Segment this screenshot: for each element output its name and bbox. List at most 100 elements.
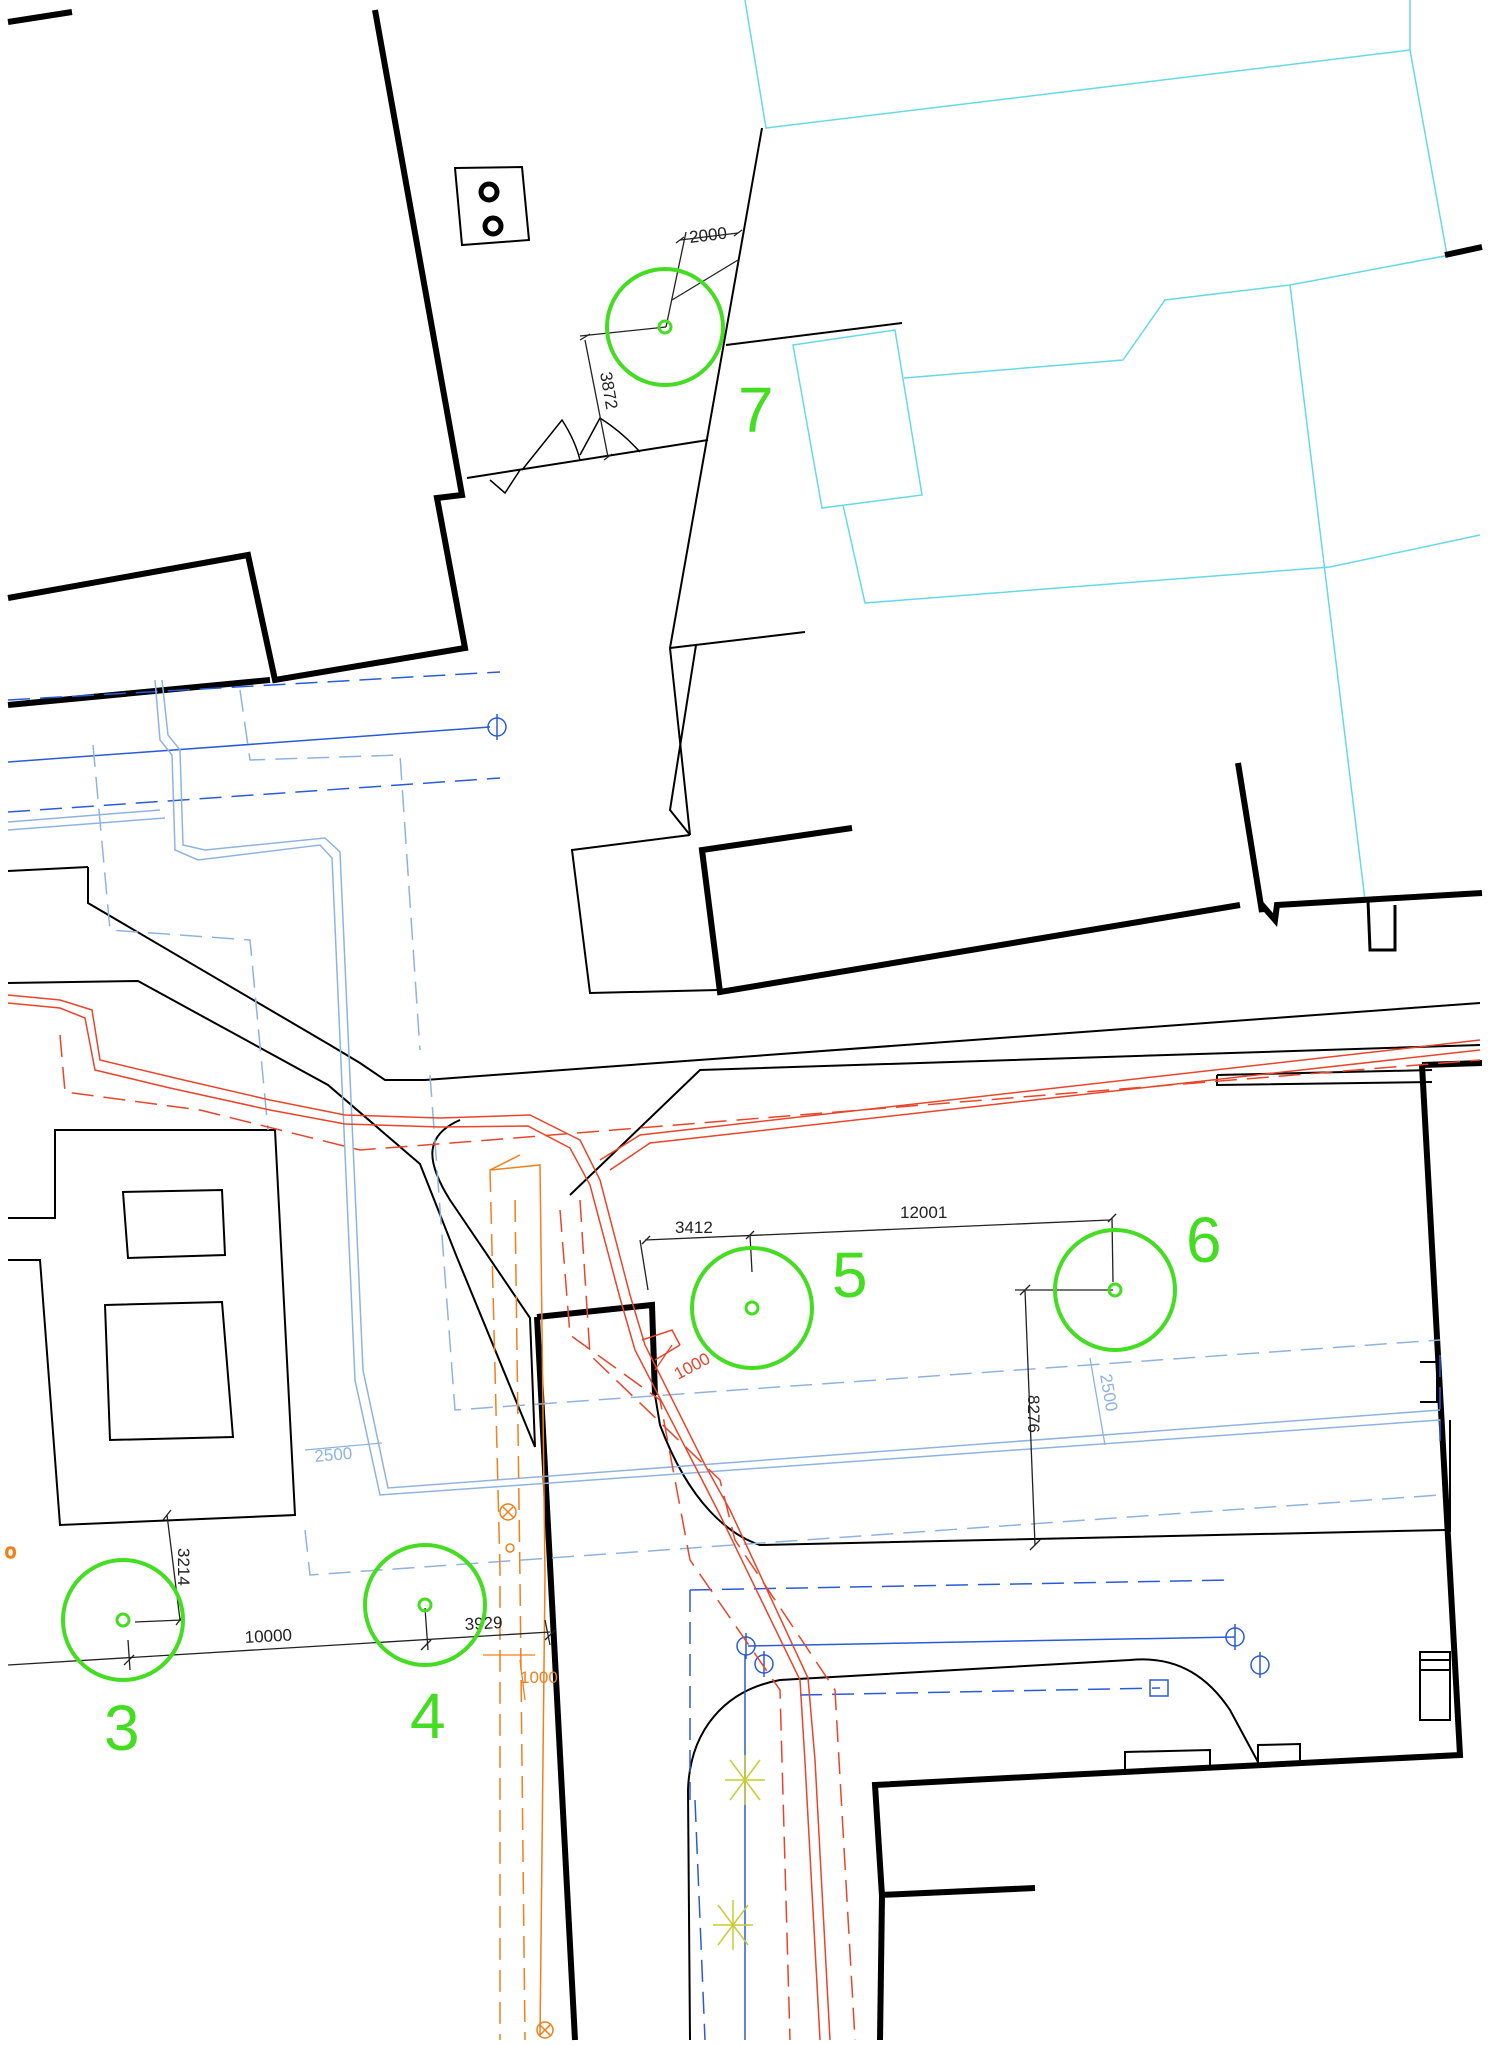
hydrant-icon [754,1651,774,1677]
marker-points [61,267,1177,1682]
dim-line-blue [304,1442,383,1451]
marker-ring [61,1558,185,1682]
context-building-edge [842,504,1481,604]
dim-tick [1107,1213,1117,1223]
dim-tick [579,333,591,341]
hydrant-icon [1250,1652,1270,1678]
marker-ring [605,267,725,387]
power-dashed [514,1199,526,2041]
marker-label-5: 5 [832,1239,868,1311]
gas-main [7,1002,821,2041]
road-edge [569,1044,1481,1196]
building-wall-main [7,9,469,684]
dim-tick [641,1235,651,1245]
storm-main [154,679,1441,1496]
marker-center-icon [744,1300,760,1316]
power-line [489,1164,546,1576]
door-swing [521,418,581,471]
dim-line [7,1631,551,1666]
hydrant-icon [736,1633,756,1659]
marker-center-icon [417,1597,433,1613]
context-buildings [744,0,1481,901]
dimension-labels: 2000 3872 3412 12001 8276 3214 10000 392… [174,224,1121,1687]
building-wall [1235,762,1483,927]
building-wall-thin [669,127,763,649]
road-edge-diagonal [7,979,536,1448]
equipment-circle-icon [482,215,504,237]
gas-dashed [579,1199,856,2041]
gas-tick [641,1329,681,1346]
dim-line [1024,1289,1036,1546]
marker-ring [363,1543,487,1667]
gas-dashed [59,1034,1481,1151]
context-building-outline [744,0,1411,129]
dim-tick [745,1230,755,1240]
door-swings [489,416,641,495]
dim-line [671,259,739,301]
water-service [747,1636,1236,1647]
building-wall [1421,1060,1483,1068]
marker-7[interactable] [605,267,725,387]
road-curb-south [686,1658,1259,2041]
trees [713,1755,765,1950]
cut-label: o [5,1541,16,1563]
power-line [539,1574,546,2036]
door-swing [579,416,641,456]
gas-branch [609,1049,1481,1171]
context-building-edge [1289,284,1366,901]
storm-main [161,679,1441,1489]
dim-line [665,231,687,328]
building-wall-thin [668,644,697,836]
dim-label-8276: 8276 [1024,1395,1043,1433]
water-dashed [694,1799,706,2041]
marker-ring [1053,1228,1177,1352]
storm-dashed [429,1074,1441,1411]
door-swing [489,469,521,495]
parcel-building-outline [8,1129,297,1527]
road-edge [7,866,89,872]
equipment-box [453,165,531,247]
building-wall-corner [871,1064,1464,2041]
building-wall [1444,244,1483,258]
hydrant-icon [487,714,507,740]
dim-line [127,1639,131,1671]
gas-dashed [559,1209,791,2041]
water-main-dashed [7,777,501,813]
dim-line [679,232,739,241]
gas-main [7,994,831,2041]
dim-label-10000: 10000 [244,1626,292,1647]
dim-label-1000-power: 1000 [520,1668,558,1687]
storm-lines [7,679,1441,1576]
dim-tick [1019,1284,1031,1296]
dim-line [644,1219,1111,1241]
annex-outline [570,834,719,995]
dim-line [1111,1217,1114,1283]
dim-label-2500-west: 2500 [314,1444,353,1466]
road-edge [1216,1075,1433,1087]
marker-5[interactable] [690,1246,814,1370]
marker-label-3: 3 [104,1692,140,1764]
dim-label-12001: 12001 [900,1203,947,1222]
gas-branch [599,1039,1481,1161]
dim-tick [733,229,743,237]
dim-tick [603,453,613,461]
marker-center-icon [1107,1282,1123,1298]
dim-line-blue [1089,1357,1106,1446]
storm-dashed [92,744,269,1131]
water-lines [7,671,1441,2041]
equipment-circle-icon [478,181,500,203]
tree-icon [725,1755,765,1805]
road-curb-west [431,1119,536,1448]
dim-line [166,1514,181,1621]
dim-label-3412: 3412 [675,1218,713,1237]
dim-label-3872: 3872 [596,370,621,411]
marker-3[interactable] [61,1558,185,1682]
dim-label-3214: 3214 [174,1548,193,1586]
building-wall-thin [725,322,903,346]
light-pole-icon [536,2021,554,2039]
context-building-edge [1409,49,1448,256]
building-wall-thin [669,631,806,649]
marker-4[interactable] [363,1543,487,1667]
marker-center-icon [657,319,673,335]
marker-6[interactable] [1053,1228,1177,1352]
